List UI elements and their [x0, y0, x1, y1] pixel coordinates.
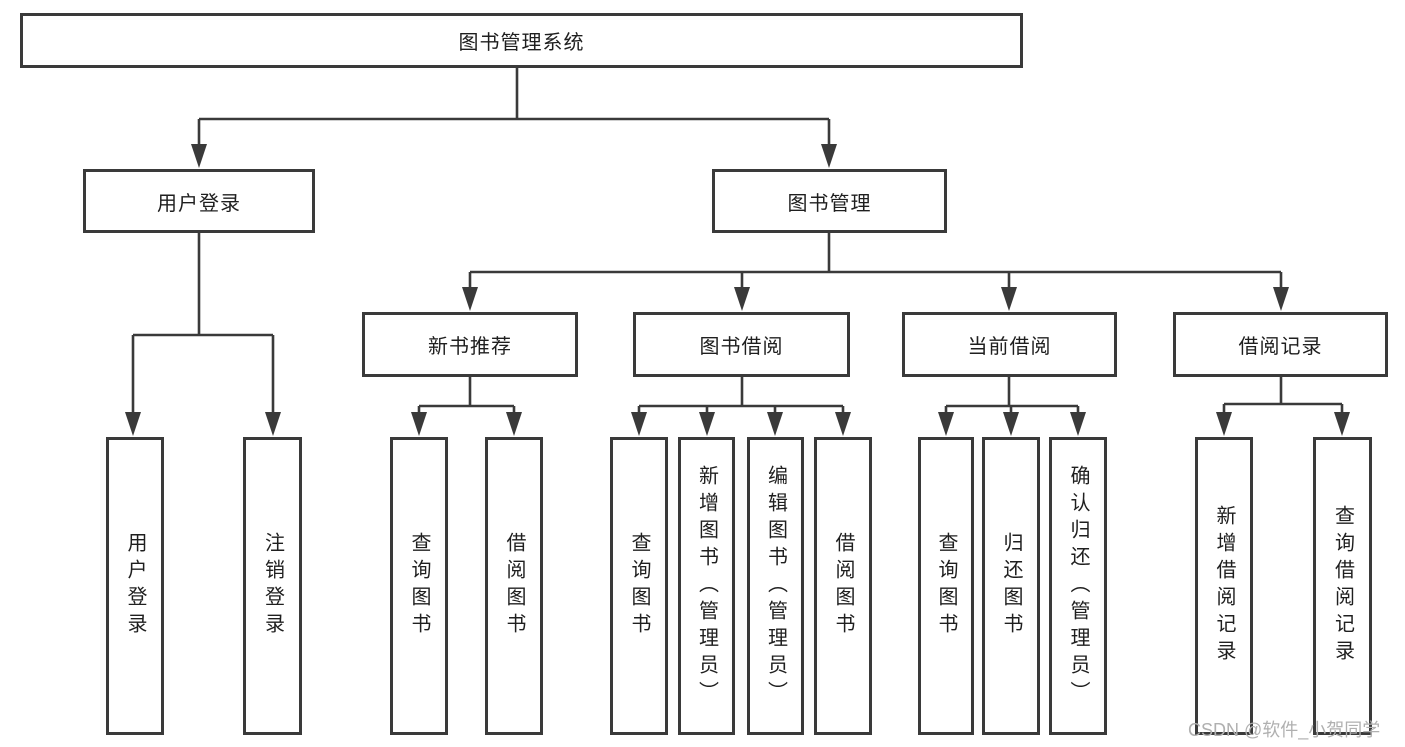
- leaf-return-book: 归还图书: [982, 437, 1040, 735]
- node-borrowing-records-label: 借阅记录: [1238, 336, 1323, 358]
- node-book-management: 图书管理: [712, 169, 947, 233]
- leaf-user-login: 用户登录: [106, 437, 164, 735]
- arrow-down-icon: [265, 412, 281, 436]
- connector-new-book-recommendation: [411, 377, 522, 436]
- connector-current-borrowing: [938, 377, 1086, 436]
- arrow-down-icon: [411, 412, 427, 436]
- node-book-borrowing: 图书借阅: [633, 312, 850, 377]
- node-book-borrowing-label: 图书借阅: [699, 336, 784, 358]
- arrow-down-icon: [125, 412, 141, 436]
- node-book-management-label: 图书管理: [787, 192, 872, 215]
- leaf-confirm-return-admin: 确认归还（管理员）: [1049, 437, 1107, 735]
- connector-user-login: [125, 233, 281, 436]
- leaf-query-borrow-record: 查询借阅记录: [1313, 437, 1372, 735]
- node-root: 图书管理系统: [20, 13, 1023, 68]
- leaf-add-borrow-record: 新增借阅记录: [1195, 437, 1253, 735]
- node-user-login: 用户登录: [83, 169, 315, 233]
- arrow-down-icon: [1070, 412, 1086, 436]
- arrow-down-icon: [1216, 412, 1232, 436]
- leaf-borrow-books-borrowing: 借阅图书: [814, 437, 872, 735]
- node-borrowing-records: 借阅记录: [1173, 312, 1388, 377]
- arrow-down-icon: [1273, 287, 1289, 311]
- connector-borrowing-records: [1216, 377, 1350, 436]
- leaf-borrow-books-recommend: 借阅图书: [485, 437, 543, 735]
- connector-book-borrowing: [631, 377, 851, 436]
- arrow-down-icon: [462, 287, 478, 311]
- arrow-down-icon: [1001, 287, 1017, 311]
- node-new-book-recommendation-label: 新书推荐: [428, 336, 512, 358]
- leaf-query-books-borrowing: 查询图书: [610, 437, 668, 735]
- connector-book-management: [462, 233, 1289, 311]
- leaf-logout: 注销登录: [243, 437, 302, 735]
- arrow-down-icon: [191, 144, 207, 168]
- arrow-down-icon: [734, 287, 750, 311]
- arrow-down-icon: [699, 412, 715, 436]
- connector-root: [191, 68, 837, 168]
- watermark: CSDN @软件_小贺同学: [1188, 720, 1381, 740]
- leaf-query-books-current: 查询图书: [918, 437, 974, 735]
- node-root-label: 图书管理系统: [458, 32, 585, 54]
- arrow-down-icon: [1003, 412, 1019, 436]
- node-user-login-label: 用户登录: [157, 192, 241, 215]
- arrow-down-icon: [821, 144, 837, 168]
- leaf-edit-book-admin: 编辑图书（管理员）: [747, 437, 804, 735]
- arrow-down-icon: [506, 412, 522, 436]
- arrow-down-icon: [631, 412, 647, 436]
- leaf-add-book-admin: 新增图书（管理员）: [678, 437, 735, 735]
- arrow-down-icon: [835, 412, 851, 436]
- node-current-borrowing-label: 当前借阅: [967, 336, 1052, 358]
- arrow-down-icon: [1334, 412, 1350, 436]
- arrow-down-icon: [938, 412, 954, 436]
- leaf-query-books-recommend: 查询图书: [390, 437, 448, 735]
- arrow-down-icon: [767, 412, 783, 436]
- node-new-book-recommendation: 新书推荐: [362, 312, 578, 377]
- node-current-borrowing: 当前借阅: [902, 312, 1117, 377]
